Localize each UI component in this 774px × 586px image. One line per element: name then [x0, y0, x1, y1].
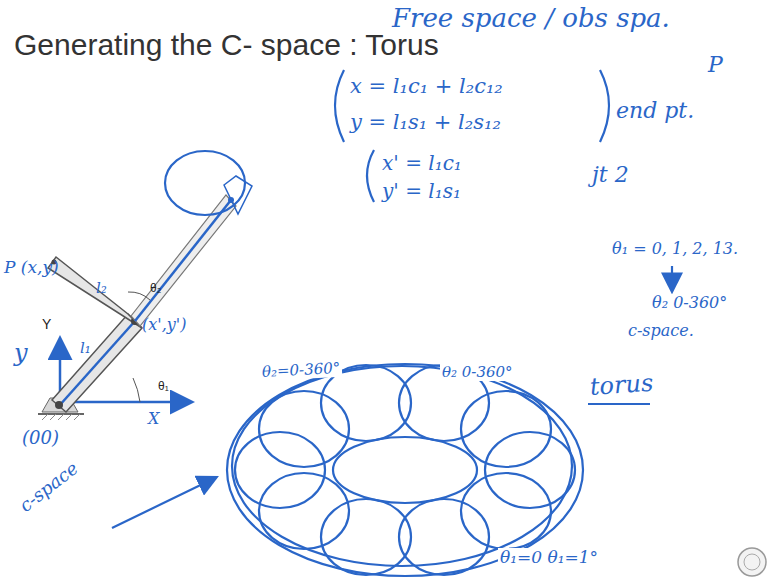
link-2-alt: [128, 151, 252, 326]
note: torus: [589, 370, 654, 402]
note: end pt.: [616, 98, 694, 123]
axis-label: X: [148, 410, 159, 428]
slide-title: Generating the C- space : Torus: [14, 28, 439, 62]
note: θ₂ 0-360°: [652, 294, 727, 312]
axis-label: Y: [42, 316, 51, 332]
logo: [738, 548, 766, 576]
note: jt 2: [592, 162, 629, 187]
point-label: P (x,y): [4, 258, 59, 278]
equation: y' = l₁s₁: [382, 180, 461, 203]
note: c-space: [16, 458, 83, 516]
point-label: (x',y'): [142, 316, 186, 334]
link-label: l₂: [96, 280, 107, 297]
angle-label: θ₁=0 θ₁=1°: [498, 548, 600, 568]
point-label: (00): [22, 428, 59, 449]
angle-label: θ₂: [150, 282, 161, 296]
point-label: P: [708, 52, 723, 77]
equation: x' = l₁c₁: [382, 152, 462, 175]
axis-label: y: [14, 340, 28, 368]
note: c-space.: [628, 322, 694, 340]
angle-label: θ₂ 0-360°: [440, 364, 515, 381]
brackets: [335, 70, 609, 202]
note: θ₁ = 0, 1, 2, 13.: [612, 240, 738, 258]
equation: x = l₁c₁ + l₂c₁₂: [350, 74, 503, 98]
angle-label: θ₂=0-360°: [260, 360, 343, 382]
angle-label: θ₁: [158, 380, 169, 394]
torus: [227, 364, 583, 576]
equation: y = l₁s₁ + l₂s₁₂: [350, 110, 501, 134]
note: Free space / obs spa.: [392, 4, 670, 34]
link-label: l₁: [80, 340, 91, 357]
annotation-strokes: [112, 266, 672, 528]
link-2: [48, 257, 142, 328]
link-1: [52, 314, 142, 412]
